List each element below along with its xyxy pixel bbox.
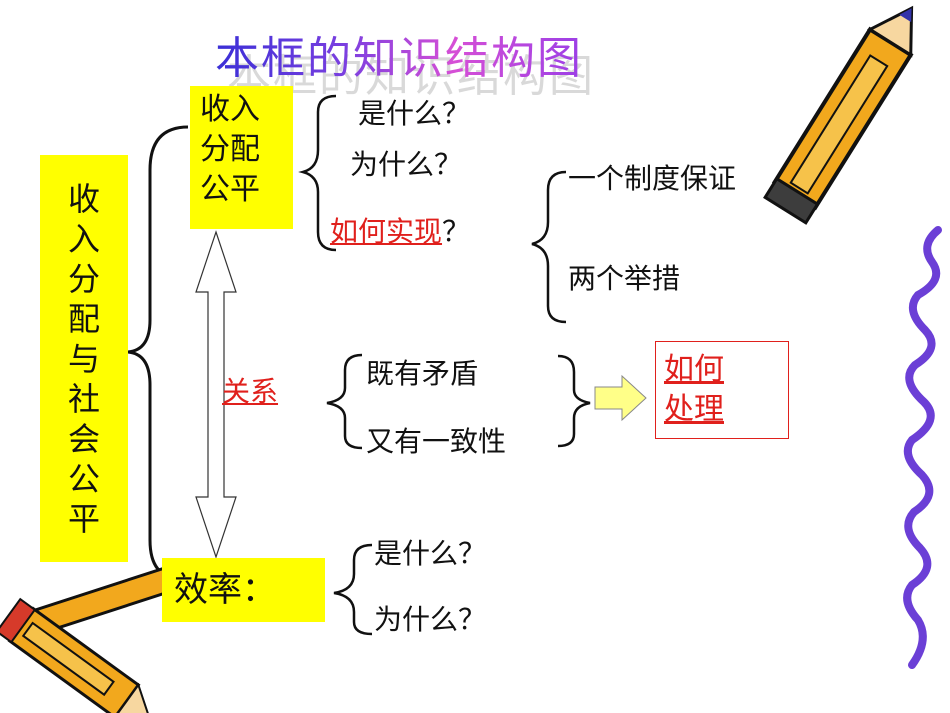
efficiency-what-text: 是什么？	[374, 537, 487, 570]
pencil-icon	[763, 5, 914, 225]
efficiency-node: 效率：	[162, 558, 325, 622]
relation-brace-left	[326, 353, 363, 450]
efficiency-label: 效率：	[174, 570, 276, 610]
root-brace	[127, 125, 189, 580]
how-realize-link[interactable]: 如何实现	[330, 215, 443, 248]
pencil-icon	[0, 597, 151, 713]
handle-line1[interactable]: 如何	[664, 352, 724, 387]
income-fairness-label: 收入分配公平	[200, 92, 260, 207]
page-title: 本框的知识结构图	[215, 22, 583, 86]
squiggle-line	[903, 226, 942, 669]
double-arrow-icon	[195, 230, 237, 559]
how-children-brace	[531, 170, 567, 324]
relation-brace-right	[557, 354, 591, 448]
right-arrow-icon	[594, 374, 647, 422]
relation-label[interactable]: 关系	[222, 375, 279, 408]
system-guarantee-text: 一个制度保证	[568, 162, 737, 195]
top-why-text: 为什么？	[350, 148, 463, 181]
relation-link[interactable]: 关系	[222, 370, 278, 410]
how-realize-mark: ？	[442, 215, 471, 248]
income-fairness-node: 收入分配公平	[190, 86, 293, 229]
two-measures-text: 两个举措	[568, 262, 681, 295]
handle-box[interactable]: 如何 处理	[655, 341, 789, 439]
contradiction-text: 既有矛盾	[366, 357, 479, 390]
top-children-brace	[298, 94, 337, 252]
root-node: 收入分配与社会公平	[40, 155, 128, 562]
how-realize-item: 如何实现？	[330, 210, 470, 250]
top-what-text: 是什么？	[358, 97, 471, 130]
root-label: 收入分配与社会公平	[67, 179, 100, 538]
handle-line2[interactable]: 处理	[664, 392, 724, 427]
consistency-text: 又有一致性	[366, 425, 507, 458]
efficiency-why-text: 为什么？	[374, 603, 487, 636]
efficiency-brace	[333, 543, 373, 636]
